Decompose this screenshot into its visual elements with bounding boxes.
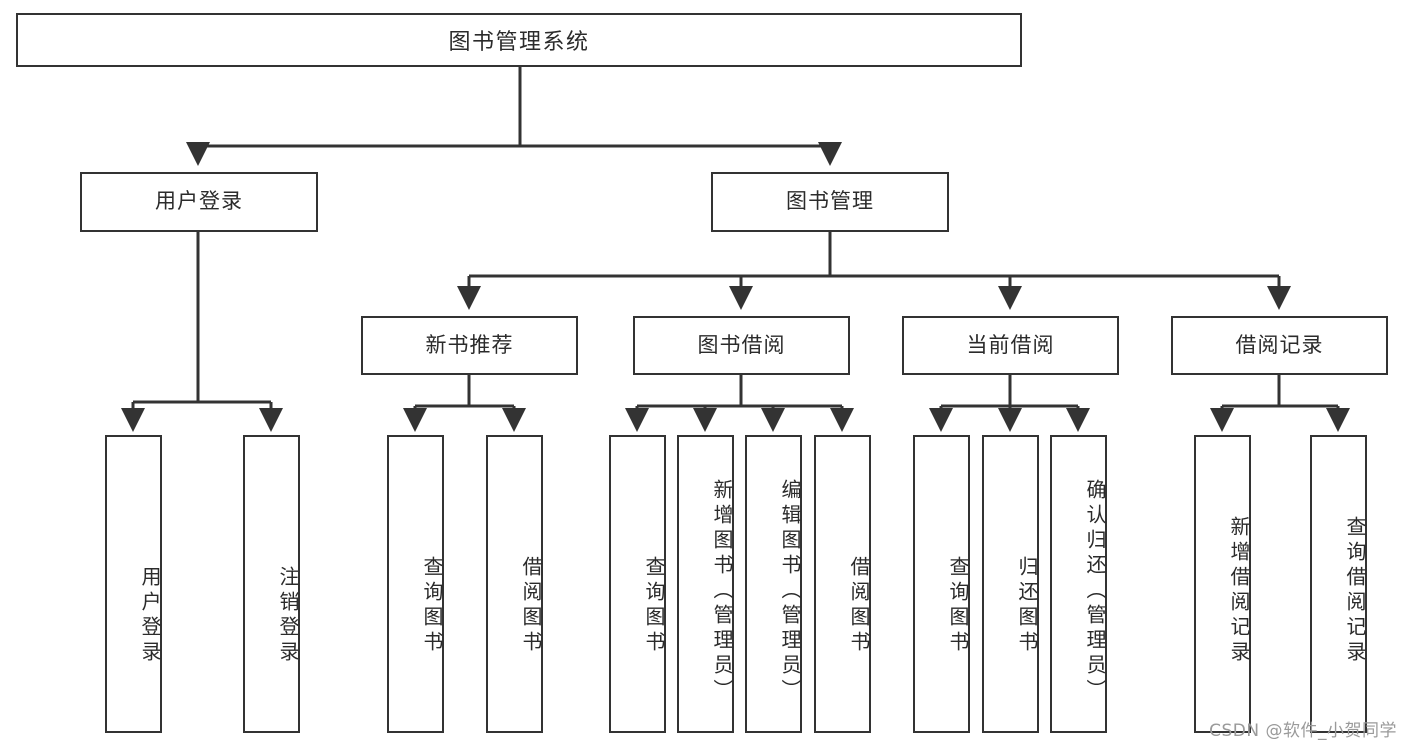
leaf-query-borrow-record[interactable]: 查询借阅记录: [1310, 435, 1367, 733]
watermark-csdn: CSDN @软件_小贺同学: [1209, 721, 1397, 741]
leaf-edit-book-admin[interactable]: 编辑图书（管理员）: [745, 435, 802, 733]
leaf-query-book-borrow[interactable]: 查询图书: [609, 435, 666, 733]
leaf-borrow-book-recommend[interactable]: 借阅图书: [486, 435, 543, 733]
node-new-book-recommend[interactable]: 新书推荐: [361, 316, 578, 375]
leaf-query-book-current[interactable]: 查询图书: [913, 435, 970, 733]
leaf-logout-login[interactable]: 注销登录: [243, 435, 300, 733]
leaf-query-book-recommend[interactable]: 查询图书: [387, 435, 444, 733]
leaf-borrow-book-borrow[interactable]: 借阅图书: [814, 435, 871, 733]
node-user-login[interactable]: 用户登录: [80, 172, 318, 232]
node-book-borrow[interactable]: 图书借阅: [633, 316, 850, 375]
leaf-add-borrow-record[interactable]: 新增借阅记录: [1194, 435, 1251, 733]
node-book-management[interactable]: 图书管理: [711, 172, 949, 232]
leaf-confirm-return-admin[interactable]: 确认归还（管理员）: [1050, 435, 1107, 733]
node-borrow-record[interactable]: 借阅记录: [1171, 316, 1388, 375]
leaf-return-book[interactable]: 归还图书: [982, 435, 1039, 733]
node-root-system[interactable]: 图书管理系统: [16, 13, 1022, 67]
node-current-borrow[interactable]: 当前借阅: [902, 316, 1119, 375]
leaf-add-book-admin[interactable]: 新增图书（管理员）: [677, 435, 734, 733]
leaf-user-login[interactable]: 用户登录: [105, 435, 162, 733]
